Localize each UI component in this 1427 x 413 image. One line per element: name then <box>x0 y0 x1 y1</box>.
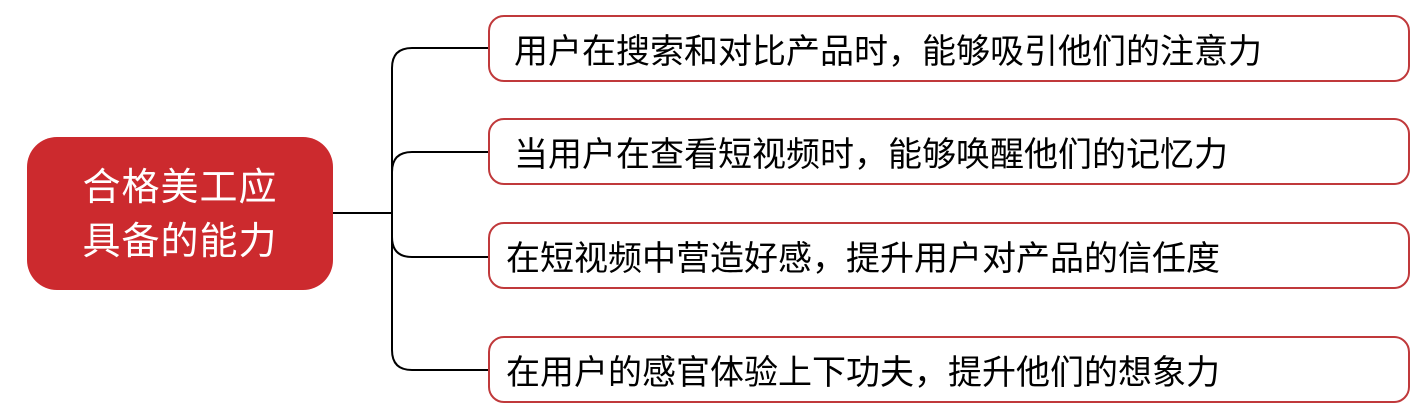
branch-label-1: 用户在搜索和对比产品时，能够吸引他们的注意力 <box>514 32 1262 72</box>
root-label-line2: 具备的能力 <box>82 218 278 263</box>
branch-connector-2 <box>391 151 488 213</box>
branch-connector-4 <box>391 213 488 371</box>
branch-node-3[interactable]: 在短视频中营造好感，提升用户对产品的信任度 <box>488 222 1410 289</box>
branch-node-2[interactable]: 当用户在查看短视频时，能够唤醒他们的记忆力 <box>488 118 1410 185</box>
branch-connector-1 <box>391 47 488 213</box>
branch-label-2: 当用户在查看短视频时，能够唤醒他们的记忆力 <box>514 135 1228 175</box>
branch-label-3: 在短视频中营造好感，提升用户对产品的信任度 <box>506 239 1220 279</box>
branch-node-4[interactable]: 在用户的感官体验上下功夫，提升他们的想象力 <box>488 336 1410 403</box>
root-node[interactable]: 合格美工应 具备的能力 <box>27 137 333 290</box>
branch-node-1[interactable]: 用户在搜索和对比产品时，能够吸引他们的注意力 <box>488 15 1410 82</box>
branch-connector-3 <box>391 213 488 258</box>
root-label-line1: 合格美工应 <box>82 164 278 209</box>
branch-label-4: 在用户的感官体验上下功夫，提升他们的想象力 <box>506 353 1220 393</box>
